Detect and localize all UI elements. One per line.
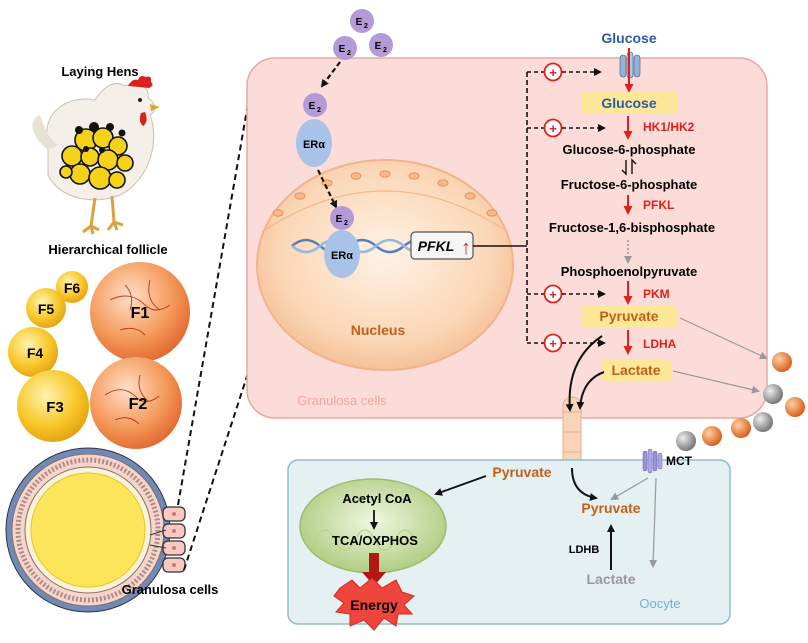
junction-to-pyruvate-arrow <box>571 467 598 501</box>
svg-text:F2: F2 <box>129 396 148 413</box>
e2-era-complex-nucleus: ERα E 2 <box>324 206 360 278</box>
pyruvate-export-arrow <box>679 317 768 360</box>
gap-junction <box>562 396 582 468</box>
granulosa-cells-left-label: Granulosa cells <box>122 582 219 597</box>
metabolite-balls <box>676 352 805 451</box>
energy-arrow-head <box>362 572 386 586</box>
svg-text:PFKL: PFKL <box>418 238 455 254</box>
plus-regulator-ldha: + <box>527 333 606 353</box>
svg-text:E: E <box>356 17 363 28</box>
e2-entry-arrow <box>320 61 341 88</box>
svg-text:+: + <box>549 336 557 351</box>
pyruvate-box <box>581 305 677 327</box>
ldhb-enzyme: LDHB <box>569 544 600 556</box>
svg-text:F5: F5 <box>38 301 55 317</box>
svg-text:ERα: ERα <box>331 250 353 262</box>
oocyte-label: Oocyte <box>639 596 680 611</box>
svg-text:2: 2 <box>317 107 321 114</box>
follicle-f5: F5 <box>26 288 66 328</box>
energy-arrow-shaft <box>369 553 379 575</box>
granulosa-cells-label: Granulosa cells <box>297 393 387 408</box>
glucose-6-phosphate: Glucose-6-phosphate <box>563 142 696 157</box>
follicle-f1: F1 <box>90 262 190 362</box>
lactate-export-arrow <box>672 370 760 394</box>
pkm-enzyme: PKM <box>643 287 670 301</box>
lactate-granulosa: Lactate <box>611 362 660 378</box>
follicle-f4: F4 <box>8 327 58 377</box>
granulosa-pointer-1 <box>149 529 167 536</box>
follicle-f6: F6 <box>56 271 88 303</box>
pyruvate-oocyte: Pyruvate <box>581 500 640 516</box>
svg-text:F4: F4 <box>27 345 44 361</box>
svg-text:2: 2 <box>383 47 387 54</box>
follicle-f3: F3 <box>17 370 89 442</box>
zoom-line-bottom <box>183 366 251 571</box>
pfkl-gene: PFKL ↑ <box>410 231 474 260</box>
acetyl-coa: Acetyl CoA <box>342 491 412 506</box>
energy-burst <box>333 577 415 631</box>
svg-text:2: 2 <box>347 50 351 57</box>
e2-molecule-1: E 2 <box>350 9 374 33</box>
svg-text:E: E <box>339 44 346 55</box>
mct-transporter-icon <box>642 448 663 474</box>
glucose-inside-box <box>581 92 677 114</box>
plus-regulator-pkm: + <box>527 284 606 304</box>
hierarchical-follicle-title: Hierarchical follicle <box>48 242 167 257</box>
pyruvate-to-junction-arrow <box>565 335 603 412</box>
plus-regulator-glucose-uptake: + <box>527 62 602 82</box>
pyruvate-entering: Pyruvate <box>492 464 551 480</box>
svg-text:2: 2 <box>364 23 368 30</box>
fructose-1-6-bisphosphate: Fructose-1,6-bisphosphate <box>549 220 715 235</box>
tca-oxphos: TCA/OXPHOS <box>332 533 418 548</box>
svg-text:F6: F6 <box>64 280 81 296</box>
follicle-f2: F2 <box>90 357 182 449</box>
zoom-line-top <box>177 103 249 506</box>
svg-text:+: + <box>549 287 557 302</box>
hen-illustration <box>32 76 160 235</box>
svg-text:+: + <box>549 65 557 80</box>
mct-pyruvate-arrow <box>610 477 649 501</box>
energy-label: Energy <box>350 597 398 613</box>
reversible-arrow <box>621 158 637 176</box>
era-nuclear-translocation-arrow <box>317 169 337 209</box>
nucleus <box>256 159 514 371</box>
dna-helix <box>291 238 433 254</box>
plus-regulator-hk: + <box>527 118 606 138</box>
svg-text:2: 2 <box>344 220 348 227</box>
granulosa-pointer-2 <box>149 544 167 549</box>
mct-label: MCT <box>666 454 693 468</box>
nucleus-label: Nucleus <box>351 322 406 338</box>
svg-text:E: E <box>375 41 382 52</box>
svg-text:+: + <box>549 121 557 136</box>
phosphoenolpyruvate: Phosphoenolpyruvate <box>561 264 698 279</box>
lactate-oocyte: Lactate <box>586 571 635 587</box>
fructose-6-phosphate: Fructose-6-phosphate <box>561 177 698 192</box>
svg-text:E: E <box>336 214 343 225</box>
lactate-to-junction-arrow <box>576 371 605 410</box>
lactate-box <box>601 360 671 381</box>
pfkl-up-arrow: ↑ <box>461 237 471 259</box>
svg-text:E: E <box>309 101 316 112</box>
hk-enzyme: HK1/HK2 <box>643 120 695 134</box>
pyruvate-to-mito-arrow <box>434 475 487 496</box>
granulosa-cell-nuclei <box>172 512 176 567</box>
pfkl-enzyme: PFKL <box>643 198 674 212</box>
laying-hens-title: Laying Hens <box>61 64 138 79</box>
follicle-cross-section <box>5 447 171 613</box>
ldha-enzyme: LDHA <box>643 337 677 351</box>
e2-era-complex-cytoplasm: ERα E 2 <box>296 93 332 167</box>
svg-text:F3: F3 <box>46 399 64 416</box>
glucose-inside: Glucose <box>601 95 656 111</box>
svg-text:F1: F1 <box>131 305 150 322</box>
glucose-outside: Glucose <box>601 30 656 46</box>
pyruvate-granulosa: Pyruvate <box>599 308 658 324</box>
e2-molecule-2: E 2 <box>333 36 357 60</box>
mct-lactate-arrow <box>649 477 658 568</box>
svg-text:ERα: ERα <box>303 139 325 151</box>
e2-molecule-3: E 2 <box>369 33 393 57</box>
